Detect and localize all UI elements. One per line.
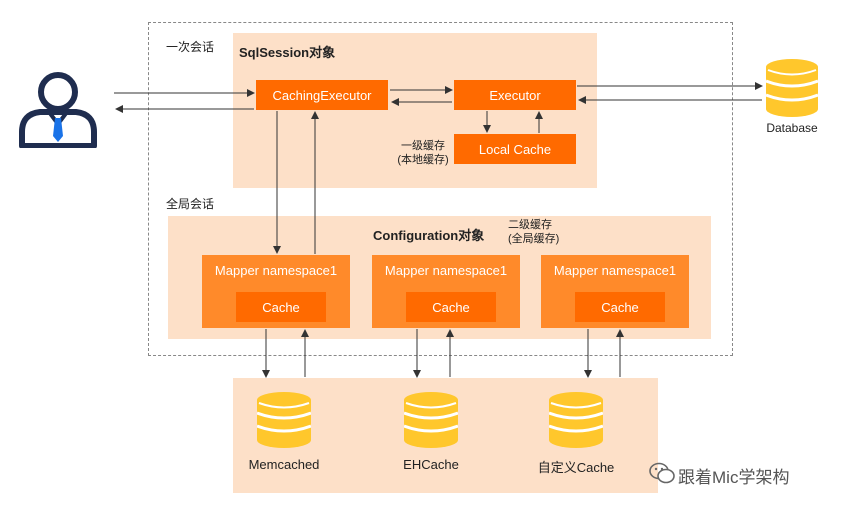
mapper-title: Mapper namespace1: [384, 263, 508, 278]
store-label-ehcache: EHCache: [403, 457, 459, 472]
mapper-title: Mapper namespace1: [553, 263, 677, 278]
database-label: Database: [766, 121, 818, 135]
level1-cache-line1: 一级缓存: [401, 140, 445, 152]
mapper-title: Mapper namespace1: [214, 263, 338, 278]
level1-cache-label: 一级缓存 (本地缓存): [390, 139, 456, 167]
local-cache-box: Local Cache: [454, 134, 576, 164]
mapper-namespace-2: Mapper namespace1 Cache: [372, 255, 520, 328]
caching-executor-box: CachingExecutor: [256, 80, 388, 110]
mapper-cache-box: Cache: [575, 292, 665, 322]
executor-box: Executor: [454, 80, 576, 110]
watermark-text: 跟着Mic学架构: [678, 468, 790, 487]
level2-cache-line1: 二级缓存: [508, 219, 552, 231]
mapper-cache-box: Cache: [236, 292, 326, 322]
wechat-icon: [649, 462, 675, 484]
database-icon: [404, 392, 458, 448]
store-label-memcached: Memcached: [248, 457, 320, 472]
level2-cache-line2: (全局缓存): [508, 233, 560, 245]
mapper-namespace-3: Mapper namespace1 Cache: [541, 255, 689, 328]
configuration-title: Configuration对象: [373, 228, 485, 243]
database-icon: [766, 59, 818, 117]
sqlsession-title: SqlSession对象: [239, 45, 336, 60]
store-label-custom: 自定义Cache: [537, 460, 615, 475]
level2-cache-label: 二级缓存 (全局缓存): [508, 218, 559, 246]
mapper-namespace-1: Mapper namespace1 Cache: [202, 255, 350, 328]
database-icon: [549, 392, 603, 448]
global-label: 全局会话: [166, 197, 215, 211]
user-icon: [19, 72, 97, 148]
level1-cache-line2: (本地缓存): [397, 154, 449, 166]
mapper-cache-box: Cache: [406, 292, 496, 322]
database-icon: [257, 392, 311, 448]
system-boundary: [148, 22, 733, 356]
session-label: 一次会话: [166, 40, 215, 54]
